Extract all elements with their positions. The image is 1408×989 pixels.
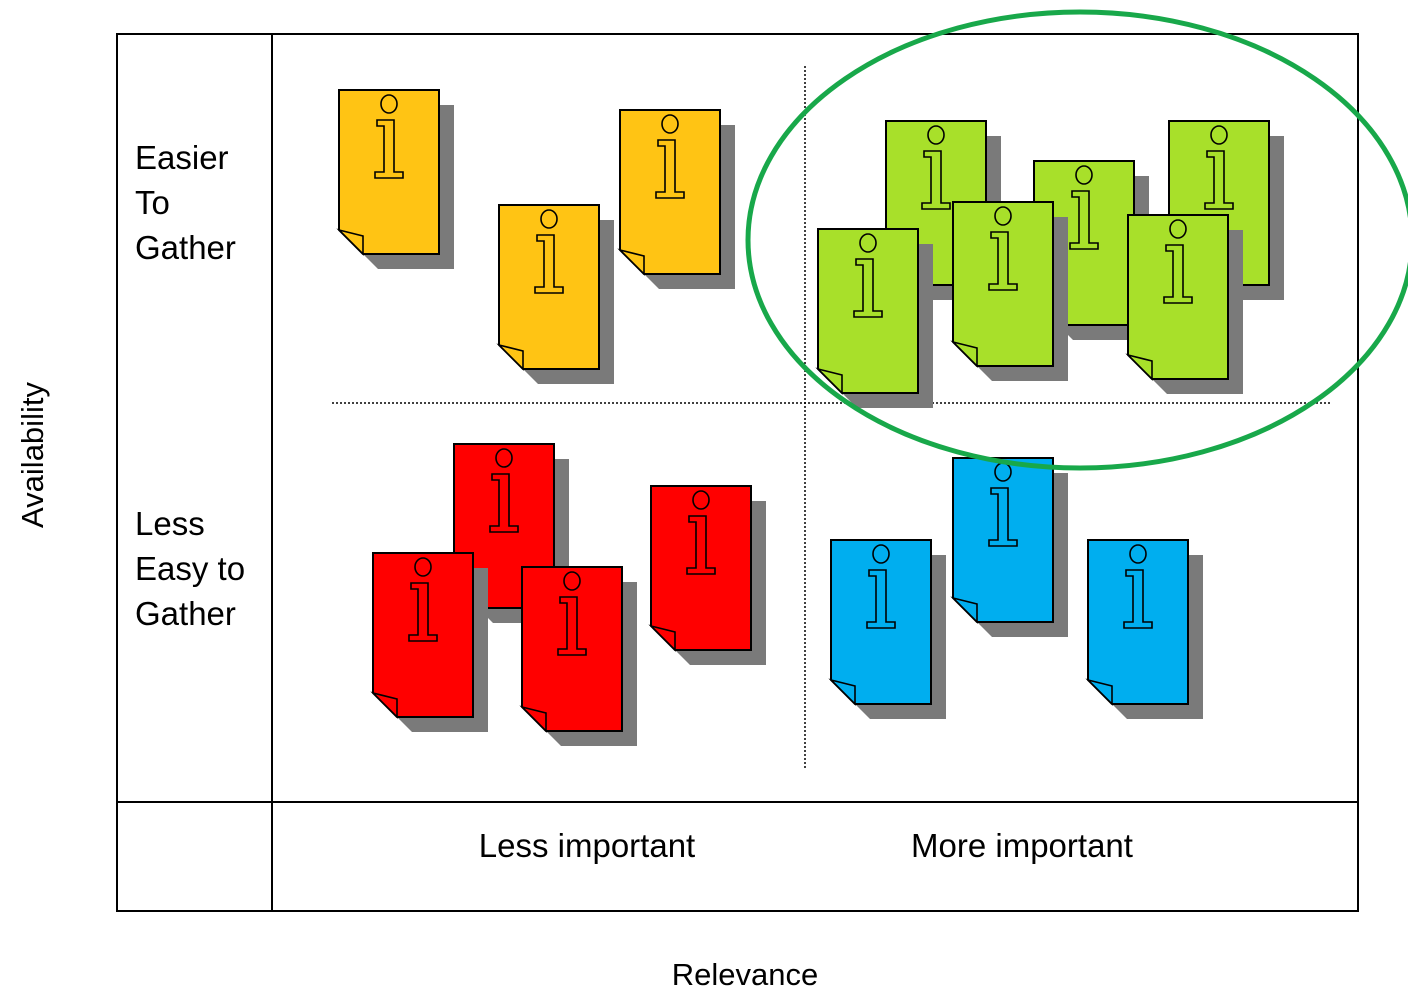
info-document-icon [950,457,1068,637]
document-body [952,457,1054,623]
info-document-icon [1085,539,1203,719]
row-label-easier-line-3: Gather [135,229,236,266]
info-stem [866,569,896,629]
highlight-ellipse [745,9,1408,471]
info-document-icon [336,89,454,269]
document-body [817,228,919,394]
info-stem [489,473,519,533]
row-label-less-easy-line-1: Less [135,505,205,542]
info-stem [1163,244,1193,304]
info-stem [853,258,883,318]
info-stem [557,596,587,656]
info-i-icon [1069,165,1099,250]
info-document-icon [617,109,735,289]
info-i-icon [374,94,404,179]
info-dot [563,571,581,591]
info-stem [988,487,1018,547]
diagram-frame [116,33,1359,912]
info-document-icon [950,201,1068,381]
info-dot [927,125,945,145]
info-document-icon [648,485,766,665]
info-i-icon [853,233,883,318]
row-label-easier-line-1: Easier [135,139,229,176]
info-i-icon [1204,125,1234,210]
info-stem [655,139,685,199]
info-dot [1210,125,1228,145]
y-axis-label: Availability [15,382,50,528]
info-i-icon [1123,544,1153,629]
info-i-icon [408,557,438,642]
document-fold [370,691,398,719]
info-dot [414,557,432,577]
info-stem [988,231,1018,291]
row-label-easier-line-2: To [135,184,170,221]
info-stem [408,582,438,642]
document-body [1087,539,1189,705]
info-dot [692,490,710,510]
info-i-icon [489,448,519,533]
document-fold [519,705,547,733]
document-fold [950,340,978,368]
info-dot [495,448,513,468]
info-i-icon [686,490,716,575]
info-dot [994,206,1012,226]
column-label-more-important: More important [911,827,1133,864]
info-i-icon [534,209,564,294]
document-fold [815,367,843,395]
info-stem [534,234,564,294]
document-fold [336,228,364,256]
document-fold [1085,678,1113,706]
info-dot [872,544,890,564]
info-document-icon [519,566,637,746]
document-fold [496,343,524,371]
info-stem [1069,190,1099,250]
info-i-icon [921,125,951,210]
info-stem [1204,150,1234,210]
document-body [372,552,474,718]
info-document-icon [370,552,488,732]
document-fold [828,678,856,706]
info-document-icon [1125,214,1243,394]
row-label-less-easy: Less Easy to Gather [135,505,254,632]
document-body [1127,214,1229,380]
info-dot [540,209,558,229]
info-document-icon [496,204,614,384]
document-body [650,485,752,651]
info-i-icon [866,544,896,629]
info-stem [1123,569,1153,629]
documents-layer [336,89,1284,746]
document-body [498,204,600,370]
info-dot [1075,165,1093,185]
info-i-icon [988,206,1018,291]
info-dot [661,114,679,134]
document-body [338,89,440,255]
document-body [830,539,932,705]
row-label-less-easy-line-2: Easy to [135,550,245,587]
row-label-less-easy-line-3: Gather [135,595,236,632]
document-body [521,566,623,732]
info-stem [374,119,404,179]
info-i-icon [557,571,587,656]
info-dot [380,94,398,114]
document-fold [1125,353,1153,381]
column-label-less-important: Less important [479,827,695,864]
document-fold [648,624,676,652]
document-body [952,201,1054,367]
document-fold [617,248,645,276]
info-stem [921,150,951,210]
info-dot [1169,219,1187,239]
info-dot [859,233,877,253]
info-i-icon [655,114,685,199]
info-stem [686,515,716,575]
document-fold [950,596,978,624]
info-i-icon [1163,219,1193,304]
info-document-icon [828,539,946,719]
x-axis-label: Relevance [672,957,818,989]
document-body [619,109,721,275]
row-label-easier: Easier To Gather [135,139,238,266]
info-dot [1129,544,1147,564]
info-document-icon [815,228,933,408]
